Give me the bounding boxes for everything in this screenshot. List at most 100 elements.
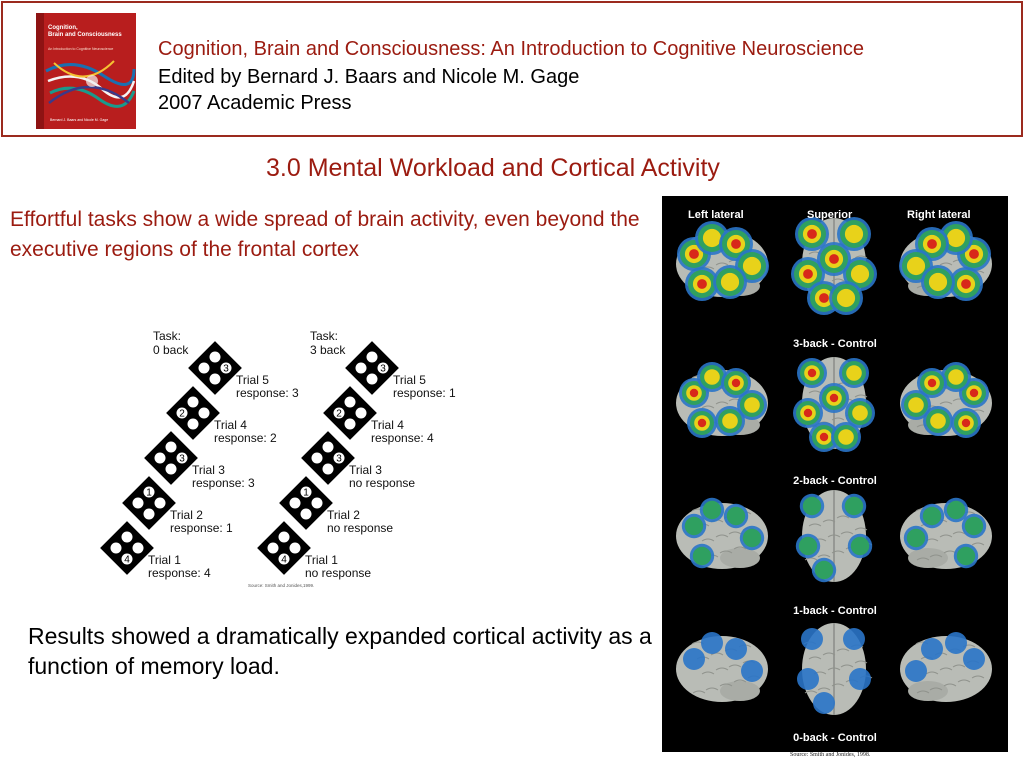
stimulus-tile: 1 — [122, 476, 176, 530]
stimulus-dot — [333, 407, 345, 419]
empty-dot — [366, 373, 378, 385]
empty-dot — [209, 373, 221, 385]
empty-dot — [278, 531, 290, 543]
trial-label: Trial 4 — [214, 418, 247, 432]
empty-dot — [322, 463, 334, 475]
empty-dot — [165, 463, 177, 475]
stimulus-tile: 2 — [166, 386, 220, 440]
empty-dot — [165, 441, 177, 453]
header-box: Cognition, Brain and Consciousness An In… — [1, 1, 1023, 137]
stimulus-tile: 4 — [100, 521, 154, 575]
empty-dot — [154, 497, 166, 509]
stimulus-number: 2 — [179, 409, 185, 420]
stimulus-dot — [143, 486, 155, 498]
stimulus-number: 4 — [124, 555, 130, 566]
view-label-right-lateral: Right lateral — [907, 209, 971, 221]
book-publisher: 2007 Academic Press — [158, 92, 352, 114]
trial-response: response: 3 — [192, 476, 255, 490]
stimulus-tile: 3 — [144, 431, 198, 485]
trial-response: no response — [305, 566, 371, 580]
empty-dot — [121, 531, 133, 543]
stimulus-dot — [121, 553, 133, 565]
trial-label: Trial 2 — [327, 508, 360, 522]
stimulus-number: 3 — [179, 454, 185, 465]
empty-dot — [267, 542, 279, 554]
task-condition-label: 0 back — [153, 343, 189, 357]
empty-dot — [289, 497, 301, 509]
trial-response: response: 1 — [170, 521, 233, 535]
trial-response: response: 3 — [236, 386, 299, 400]
stimulus-dot — [300, 486, 312, 498]
stimulus-tile: 3 — [301, 431, 355, 485]
empty-dot — [289, 542, 301, 554]
stimulus-tile: 1 — [279, 476, 333, 530]
trial-response: response: 1 — [393, 386, 456, 400]
brain-scan — [676, 497, 768, 569]
stimulus-tile: 3 — [345, 341, 399, 395]
empty-dot — [198, 407, 210, 419]
brain-scan — [797, 623, 873, 715]
brain-scan — [676, 632, 768, 702]
trial-label: Trial 2 — [170, 508, 203, 522]
view-label-left-lateral: Left lateral — [688, 209, 744, 221]
intro-text: Effortful tasks show a wide spread of br… — [10, 208, 640, 261]
results-text: Results showed a dramatically expanded c… — [28, 623, 652, 679]
empty-dot — [344, 396, 356, 408]
task-label: Task: — [310, 329, 338, 343]
empty-dot — [187, 396, 199, 408]
stimulus-tile: 4 — [257, 521, 311, 575]
brain-scan — [900, 632, 992, 702]
stimulus-number: 3 — [336, 454, 342, 465]
cover-editors: Bernard J. Baars and Nicole M. Gage — [50, 118, 109, 122]
stimulus-tile: 2 — [323, 386, 377, 440]
stimulus-dot — [333, 452, 345, 464]
brain-scan — [793, 357, 875, 452]
stimulus-number: 1 — [146, 488, 152, 499]
empty-dot — [322, 441, 334, 453]
book-editors: Edited by Bernard J. Baars and Nicole M.… — [158, 66, 580, 88]
trial-label: Trial 1 — [148, 553, 181, 567]
empty-dot — [311, 497, 323, 509]
stimulus-dot — [377, 362, 389, 374]
cover-artwork — [45, 60, 136, 108]
stimulus-number: 3 — [380, 364, 386, 375]
stimulus-dot — [176, 452, 188, 464]
brain-scan — [900, 497, 992, 569]
trial-label: Trial 1 — [305, 553, 338, 567]
trial-label: Trial 4 — [371, 418, 404, 432]
row-label-0back: 0-back - Control — [793, 732, 877, 744]
empty-dot — [143, 508, 155, 520]
trial-response: response: 4 — [148, 566, 211, 580]
empty-dot — [366, 351, 378, 363]
stimulus-number: 1 — [303, 488, 309, 499]
empty-dot — [187, 418, 199, 430]
brain-scan — [899, 221, 992, 301]
empty-dot — [300, 508, 312, 520]
empty-dot — [355, 362, 367, 374]
brain-scan — [900, 362, 992, 438]
trial-response: response: 2 — [214, 431, 277, 445]
trial-label: Trial 5 — [393, 373, 426, 387]
brain-activation-panel: Left lateral Superior Right lateral 3-ba… — [662, 196, 1008, 752]
stimulus-dot — [176, 407, 188, 419]
brain-scan — [791, 217, 877, 315]
empty-dot — [311, 452, 323, 464]
trial-response: response: 4 — [371, 431, 434, 445]
empty-dot — [110, 542, 122, 554]
trial-response: no response — [349, 476, 415, 490]
task-figure-source: Source: Smith and Jonides,1999. — [248, 583, 314, 588]
brain-images — [676, 217, 992, 715]
book-title: Cognition, Brain and Consciousness: An I… — [158, 38, 864, 60]
empty-dot — [355, 407, 367, 419]
trial-label: Trial 3 — [192, 463, 225, 477]
task-condition-label: 3 back — [310, 343, 346, 357]
stimulus-number: 4 — [281, 555, 287, 566]
trial-label: Trial 5 — [236, 373, 269, 387]
view-label-superior: Superior — [807, 209, 853, 221]
empty-dot — [154, 452, 166, 464]
stimulus-number: 2 — [336, 409, 342, 420]
cover-title: Cognition, Brain and Consciousness — [48, 25, 122, 38]
book-cover-image: Cognition, Brain and Consciousness An In… — [36, 13, 136, 129]
trial-response: no response — [327, 521, 393, 535]
